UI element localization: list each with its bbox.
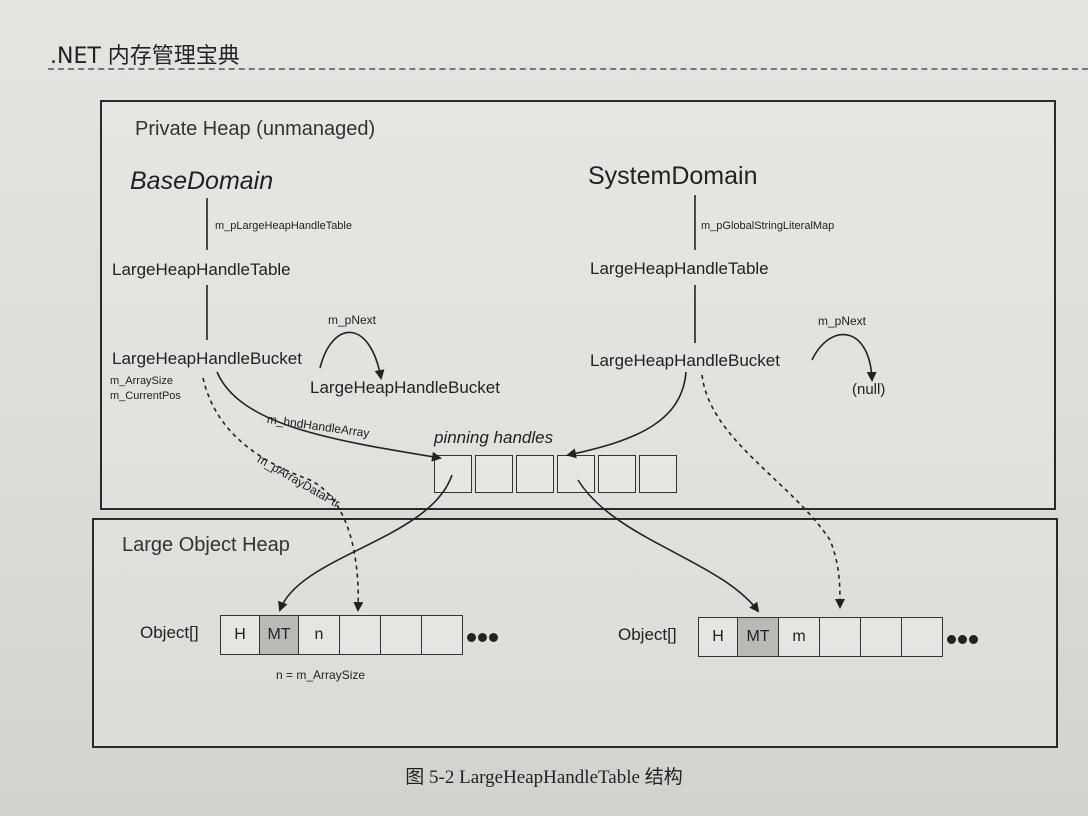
array-cell-method-table: MT (737, 617, 779, 657)
array-data-ptr-arrow (202, 377, 364, 612)
base-large-heap-handle-bucket: LargeHeapHandleBucket (112, 349, 302, 368)
ellipsis-dot (489, 633, 498, 642)
pin-to-right-object-arrow (577, 479, 760, 613)
array-cell (421, 615, 463, 655)
array-cell-length: n (298, 615, 340, 655)
right-object-array-label: Object[] (618, 625, 677, 644)
header-dashed-rule (48, 68, 1088, 70)
system-bucket-to-handles-arrow (566, 371, 687, 459)
field-array-size: m_ArraySize (110, 375, 173, 387)
ellipsis-dot (467, 633, 476, 642)
array-cell (339, 615, 381, 655)
system-large-heap-handle-bucket: LargeHeapHandleBucket (590, 351, 780, 370)
array-cell-method-table: MT (259, 615, 299, 655)
array-size-note: n = m_ArraySize (276, 668, 366, 682)
private-heap-box (100, 100, 1056, 510)
private-heap-label: Private Heap (unmanaged) (135, 118, 376, 140)
system-data-ptr-arrow (701, 374, 845, 609)
array-cell-length: m (778, 617, 820, 657)
ellipsis-dot (947, 635, 956, 644)
system-map-pointer-label: m_pGlobalStringLiteralMap (701, 220, 835, 232)
array-cell-header: H (220, 615, 260, 655)
base-domain-title: BaseDomain (130, 167, 274, 195)
page-header-title: .NET 内存管理宝典 (50, 44, 240, 69)
pin-cell (516, 455, 554, 493)
base-next-label: m_pNext (328, 313, 377, 327)
pin-cell (598, 455, 636, 493)
array-cell (901, 617, 943, 657)
system-domain-title: SystemDomain (588, 162, 758, 190)
null-target: (null) (852, 381, 886, 398)
pin-to-left-object-arrow (278, 474, 453, 612)
base-large-heap-handle-table: LargeHeapHandleTable (112, 260, 291, 279)
system-large-heap-handle-table: LargeHeapHandleTable (590, 259, 769, 278)
ellipsis-dot (478, 633, 487, 642)
pin-cell (557, 455, 595, 493)
base-table-pointer-label: m_pLargeHeapHandleTable (215, 220, 352, 232)
pin-cell (639, 455, 677, 493)
array-cell (860, 617, 902, 657)
system-next-arrow (811, 333, 877, 382)
field-current-pos: m_CurrentPos (110, 390, 181, 402)
hnd-handle-array-arrow (216, 371, 442, 462)
figure-caption: 图 5-2 LargeHeapHandleTable 结构 (405, 767, 683, 788)
array-cell (380, 615, 422, 655)
ellipsis-dot (958, 635, 967, 644)
system-next-label: m_pNext (818, 314, 867, 328)
next-large-heap-handle-bucket: LargeHeapHandleBucket (310, 378, 500, 397)
large-object-heap-box (92, 518, 1058, 748)
base-next-arrow (319, 331, 385, 380)
ellipsis-dot (969, 635, 978, 644)
pinning-handles-label: pinning handles (434, 428, 554, 447)
left-object-array-label: Object[] (140, 623, 199, 642)
pin-cell (475, 455, 513, 493)
array-cell-header: H (698, 617, 738, 657)
large-object-heap-label: Large Object Heap (122, 534, 290, 556)
